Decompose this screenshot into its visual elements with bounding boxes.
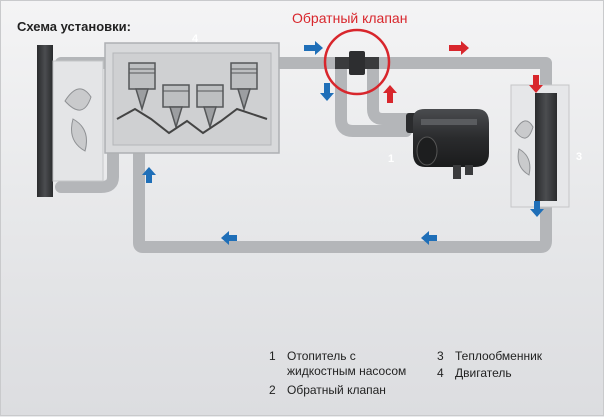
valve-highlight-circle	[323, 28, 391, 96]
arrow-red-down-right	[529, 75, 543, 93]
heater-unit	[406, 109, 489, 179]
fan-icon-right	[514, 120, 534, 176]
pipe-bottom	[133, 145, 552, 253]
fan-icon	[64, 88, 92, 152]
arrow-red-up-valve	[383, 85, 397, 103]
arrow-blue-up-left	[142, 167, 156, 183]
heater-number: 1	[388, 153, 395, 165]
engine-number: 4	[192, 33, 199, 45]
engine-radiator	[37, 45, 104, 197]
pipes	[55, 57, 552, 253]
arrow-red-right-top	[449, 41, 469, 55]
heat-exchanger-number: 3	[576, 151, 583, 163]
pipe-top	[271, 57, 552, 99]
pipe-left-loop	[55, 145, 119, 193]
arrow-blue-left-bottom-2	[221, 231, 237, 245]
pipe-valve-right	[367, 57, 419, 125]
heat-exchanger	[510, 84, 570, 208]
check-valve	[335, 51, 379, 75]
flow-arrows	[142, 41, 544, 245]
arrow-blue-down-valve	[320, 83, 334, 101]
engine-block	[104, 42, 280, 154]
arrow-blue-left-bottom-1	[421, 231, 437, 245]
diagram-title: Схема установки:	[17, 19, 131, 34]
arrow-blue-right-top	[304, 41, 323, 55]
arrow-blue-down-right	[530, 201, 544, 217]
valve-callout-label: Обратный клапан	[292, 10, 408, 26]
pipe-valve-left	[335, 57, 412, 137]
